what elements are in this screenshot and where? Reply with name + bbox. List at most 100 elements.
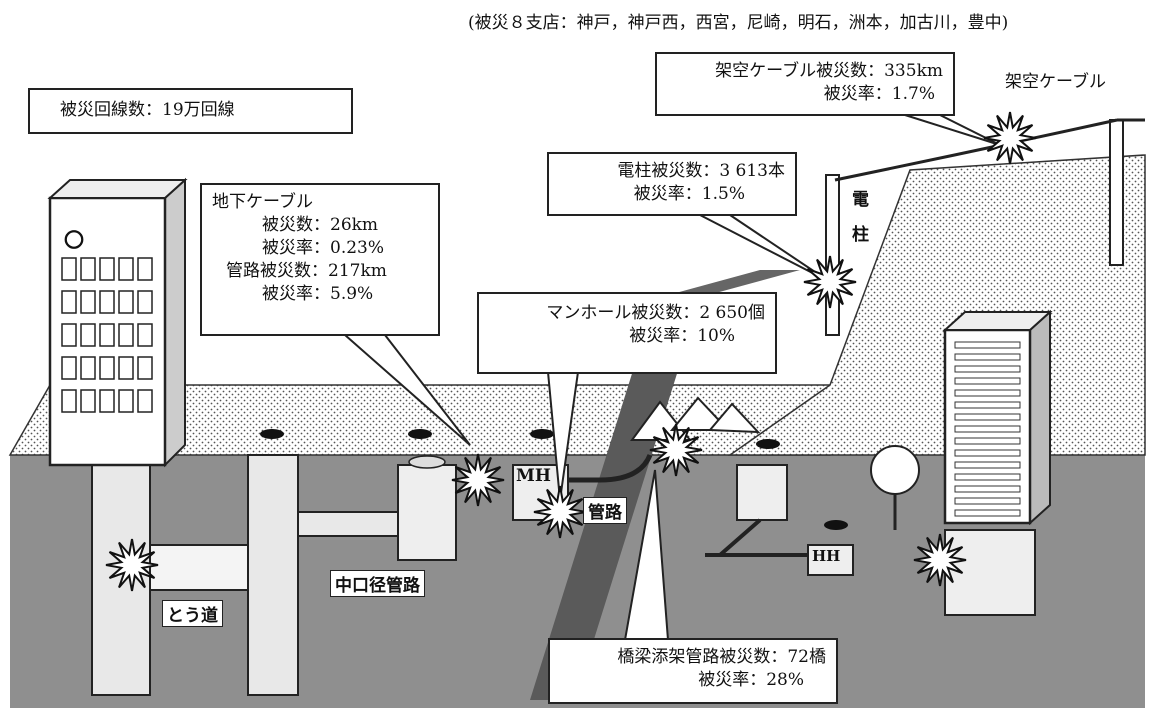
building-floor-band	[954, 377, 1021, 385]
building-window	[61, 257, 77, 281]
damage-burst-marker	[451, 453, 505, 507]
left-building-roof	[47, 179, 188, 199]
handhole-box-upper	[736, 464, 788, 521]
damage-burst-marker	[803, 255, 857, 309]
manhole-lid	[824, 520, 848, 530]
building-window	[137, 290, 153, 314]
building-floor-band	[954, 509, 1021, 517]
building-window	[118, 323, 134, 347]
handhole-box	[807, 544, 854, 576]
underground-cable-box: 地下ケーブル 被災数：26km 被災率：0.23% 管路被災数：217km 被災…	[200, 183, 440, 336]
building-floor-band	[954, 485, 1021, 493]
building-window	[61, 323, 77, 347]
building-window	[99, 356, 115, 380]
building-floor-band	[954, 473, 1021, 481]
total-lines-text: 被災回線数：19万回線	[60, 100, 235, 120]
branch-list-note: (被災８支店：神戸，神戸西，西宮，尼崎，明石，洲本，加古川，豊中)	[468, 13, 1009, 33]
vault-box	[397, 464, 457, 561]
right-building-roof	[942, 311, 1053, 331]
utility-pole-right	[1109, 119, 1124, 266]
manhole-lid	[530, 429, 554, 439]
building-window	[80, 290, 96, 314]
building-floor-band	[954, 449, 1021, 457]
pole-damage-box: 電柱被災数：3 613本 被災率：1.5%	[547, 152, 797, 216]
damage-burst-marker	[983, 111, 1037, 165]
building-floor-band	[954, 341, 1021, 349]
conduit-pipe-mh	[568, 453, 653, 483]
bridge-conduit-count: 橋梁添架管路被災数：72橋	[617, 647, 826, 667]
left-building-side	[164, 177, 186, 468]
building-window	[80, 257, 96, 281]
building-floor-band	[954, 413, 1021, 421]
damage-bursts	[105, 111, 1037, 592]
building-floor-band	[954, 461, 1021, 469]
building-window	[99, 389, 115, 413]
pole-damage-rate: 被災率：1.5%	[633, 183, 745, 204]
building-floor-band	[954, 497, 1021, 505]
underground-damage-rate: 被災率：0.23%	[262, 237, 385, 258]
medium-conduit-pipe	[297, 511, 399, 537]
building-window	[118, 389, 134, 413]
pointer-bridge	[624, 469, 669, 641]
pole-label: 電柱	[848, 190, 868, 260]
aerial-cable-line	[834, 118, 1118, 182]
tunnel-passage	[149, 544, 249, 591]
medium-conduit-label: 中口径管路	[330, 570, 425, 597]
building-floor-band	[954, 425, 1021, 433]
total-lines-box: 被災回線数：19万回線	[28, 88, 353, 134]
building-window	[99, 290, 115, 314]
building-window	[118, 257, 134, 281]
left-building-windows	[61, 257, 153, 413]
underground-cable-title: 地下ケーブル	[212, 192, 313, 212]
right-building-floors	[954, 341, 1021, 517]
building-logo: 〇	[64, 228, 84, 252]
aerial-cable-count: 架空ケーブル被災数：335km	[715, 61, 943, 81]
building-window	[80, 323, 96, 347]
building-window	[80, 389, 96, 413]
building-window	[137, 389, 153, 413]
damage-burst-marker	[105, 538, 159, 592]
conduit-damage-rate: 被災率：5.9%	[262, 283, 374, 304]
bridge-truss	[669, 396, 731, 431]
building-window	[118, 290, 134, 314]
building-floor-band	[954, 401, 1021, 409]
damage-burst-marker	[649, 423, 703, 477]
right-building-side	[1029, 309, 1051, 526]
vault-cap	[408, 455, 446, 469]
manhole-lid	[756, 439, 780, 449]
manhole-damage-box: マンホール被災数：2 650個 被災率：10%	[477, 292, 777, 374]
building-window	[137, 323, 153, 347]
pole-damage-count: 電柱被災数：3 613本	[617, 161, 785, 181]
building-window	[99, 323, 115, 347]
building-window	[99, 257, 115, 281]
aerial-cable-label: 架空ケーブル	[1005, 72, 1106, 92]
tunnel-pillar-right	[247, 454, 299, 696]
damage-burst-marker	[533, 485, 587, 539]
manhole-damage-count: マンホール被災数：2 650個	[546, 303, 765, 323]
building-window	[61, 356, 77, 380]
building-window	[61, 389, 77, 413]
tree-crown	[870, 445, 920, 495]
bridge-conduit-box: 橋梁添架管路被災数：72橋 被災率：28%	[548, 638, 838, 704]
mh-label: MH	[516, 466, 551, 486]
building-floor-band	[954, 365, 1021, 373]
tunnel-label: とう道	[162, 600, 223, 627]
bridge-truss	[707, 402, 761, 434]
building-window	[80, 356, 96, 380]
building-window	[137, 356, 153, 380]
building-window	[61, 290, 77, 314]
pointer-underground	[344, 334, 471, 446]
conduit-pipe-hh	[705, 518, 808, 557]
underground-damaged-count: 被災数：26km	[262, 214, 379, 235]
conduit-label: 管路	[583, 497, 627, 524]
utility-pole-left	[825, 174, 840, 336]
pointer-aerial	[904, 114, 1001, 146]
bridge-conduit-rate: 被災率：28%	[698, 669, 804, 690]
conduit-damaged-count: 管路被災数：217km	[226, 260, 387, 281]
building-floor-band	[954, 389, 1021, 397]
damage-burst-marker	[913, 533, 967, 587]
aerial-cable-rate: 被災率：1.7%	[823, 83, 935, 104]
manhole-lid	[408, 429, 432, 439]
building-window	[137, 257, 153, 281]
manhole-lid	[260, 429, 284, 439]
